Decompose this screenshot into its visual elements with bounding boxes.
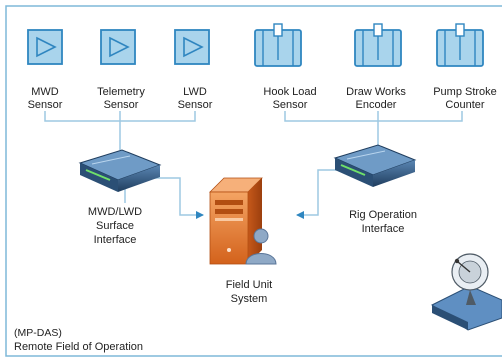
mwd-lwd-surface-interface: MWD/LWD Surface Interface bbox=[78, 149, 162, 246]
hook-load-label-line2: Sensor bbox=[273, 99, 308, 111]
server-tower-icon bbox=[209, 177, 263, 265]
barrel-sensor-icon bbox=[354, 23, 402, 67]
draw-works-label-line2: Encoder bbox=[356, 99, 397, 111]
mwd-sensor: MWD Sensor bbox=[27, 29, 63, 111]
barrel-sensor-icon bbox=[436, 23, 484, 67]
hook-load-label-line1: Hook Load bbox=[263, 86, 316, 98]
arrow-interface-to-server-right bbox=[296, 169, 350, 219]
mwd-lwd-interface-label-line3: Interface bbox=[94, 234, 137, 246]
network-device-icon bbox=[333, 144, 417, 187]
triangle-sensor-icon bbox=[27, 29, 63, 65]
barrel-sensor-icon bbox=[254, 23, 302, 67]
pump-stroke-counter: Pump Stroke Counter bbox=[433, 23, 497, 111]
user-icon bbox=[245, 228, 277, 265]
field-unit-system: Field Unit System bbox=[209, 177, 277, 305]
hook-load-sensor: Hook Load Sensor bbox=[254, 23, 317, 111]
telemetry-sensor-label-line1: Telemetry bbox=[97, 86, 145, 98]
satellite-dish-icon bbox=[431, 253, 502, 331]
field-unit-label-line2: System bbox=[231, 293, 268, 305]
rig-operation-label-line2: Interface bbox=[362, 223, 405, 235]
telemetry-sensor: Telemetry Sensor bbox=[97, 29, 145, 111]
mwd-sensor-label-line2: Sensor bbox=[28, 99, 63, 111]
lwd-sensor: LWD Sensor bbox=[174, 29, 213, 111]
rig-operation-label-line1: Rig Operation bbox=[349, 209, 417, 221]
triangle-sensor-icon bbox=[174, 29, 210, 65]
rig-operation-interface: Rig Operation Interface bbox=[333, 144, 417, 235]
triangle-sensor-icon bbox=[100, 29, 136, 65]
pump-stroke-label-line1: Pump Stroke bbox=[433, 86, 497, 98]
system-code-label: (MP-DAS) bbox=[14, 327, 62, 339]
right-sensor-connectors bbox=[284, 111, 463, 145]
draw-works-label-line1: Draw Works bbox=[346, 86, 406, 98]
lwd-sensor-label-line1: LWD bbox=[183, 86, 207, 98]
pump-stroke-label-line2: Counter bbox=[445, 99, 484, 111]
mwd-lwd-interface-label-line2: Surface bbox=[96, 220, 134, 232]
mwd-lwd-interface-label-line1: MWD/LWD bbox=[88, 206, 142, 218]
telemetry-sensor-label-line2: Sensor bbox=[104, 99, 139, 111]
lwd-sensor-label-line2: Sensor bbox=[178, 99, 213, 111]
draw-works-encoder: Draw Works Encoder bbox=[346, 23, 406, 111]
mwd-sensor-label-line1: MWD bbox=[31, 86, 59, 98]
operation-frame bbox=[5, 5, 502, 357]
remote-field-label: Remote Field of Operation bbox=[14, 341, 143, 353]
field-unit-label-line1: Field Unit bbox=[226, 279, 272, 291]
network-device-icon bbox=[78, 149, 162, 192]
